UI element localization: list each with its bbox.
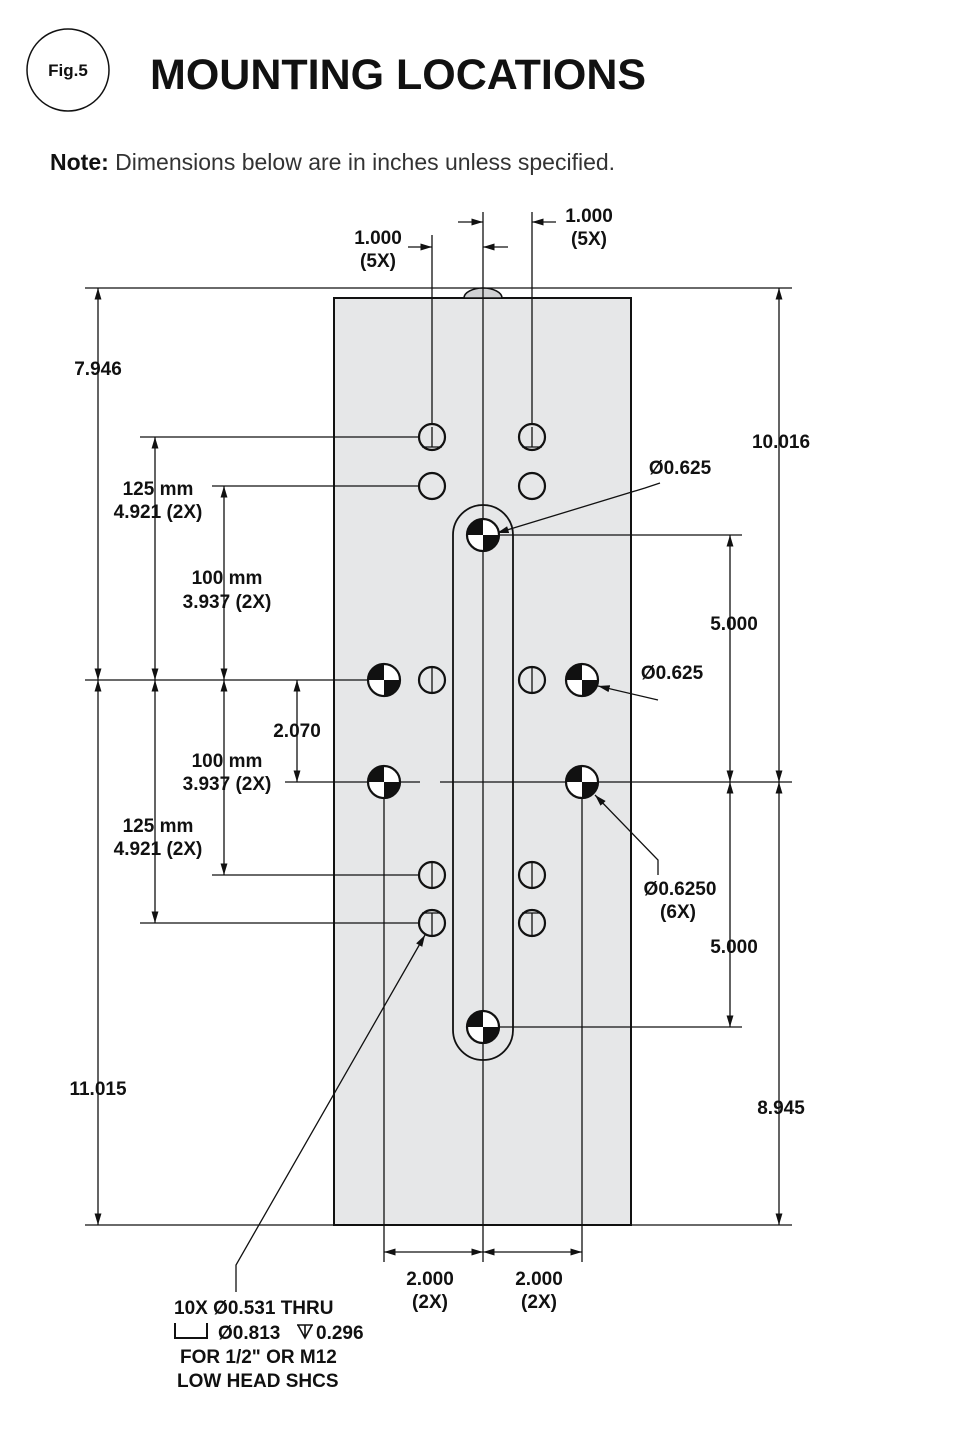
center-mark-hole <box>366 764 402 800</box>
note: Note: Dimensions below are in inches unl… <box>50 149 615 175</box>
dim-top-right-qty: (5X) <box>571 229 607 250</box>
figure-badge <box>26 28 110 112</box>
center-mark-hole <box>366 662 402 698</box>
dim-125mm-upper: 125 mm <box>123 479 194 500</box>
counterbore-symbol <box>174 1323 208 1339</box>
dim-top-left: 1.000 <box>354 228 402 249</box>
callout-line-4: LOW HEAD SHCS <box>177 1371 339 1392</box>
counterbore-hole <box>517 422 547 452</box>
dim-right-bottom: 8.945 <box>757 1098 805 1119</box>
dim-bottom-left-qty: (2X) <box>412 1292 448 1313</box>
dim-right-top: 10.016 <box>752 432 810 453</box>
dim-top-right: 1.000 <box>565 206 613 227</box>
dimension-lines <box>94 218 783 1292</box>
dim-left-bottom: 11.015 <box>69 1079 126 1100</box>
callout-depth: 0.296 <box>316 1323 364 1344</box>
hole <box>517 860 547 890</box>
dim-125mm-lower-in: 4.921 (2X) <box>114 839 203 860</box>
dim-100mm-upper-in: 3.937 (2X) <box>183 592 272 613</box>
dim-100mm-upper: 100 mm <box>192 568 263 589</box>
dim-left-top: 7.946 <box>74 359 122 380</box>
extension-lines <box>85 212 792 1262</box>
counterbore-hole <box>517 908 547 938</box>
hole <box>417 860 447 890</box>
dim-125mm-upper-in: 4.921 (2X) <box>114 502 203 523</box>
page-title: MOUNTING LOCATIONS <box>150 51 646 99</box>
center-mark-hole <box>564 764 600 800</box>
hole <box>517 665 547 695</box>
dim-100mm-lower-in: 3.937 (2X) <box>183 774 272 795</box>
center-mark-hole <box>465 517 501 553</box>
callout-line-3: FOR 1/2" OR M12 <box>180 1347 337 1368</box>
note-text: Dimensions below are in inches unless sp… <box>109 149 615 175</box>
dia-6x: Ø0.6250 <box>644 879 717 900</box>
dim-100mm-lower: 100 mm <box>192 751 263 772</box>
dim-bottom-left: 2.000 <box>406 1269 454 1290</box>
dim-slot-upper: 5.000 <box>710 614 758 635</box>
hole <box>417 471 447 501</box>
callout-line-1: 10X Ø0.531 THRU <box>174 1298 333 1319</box>
dim-gap: 2.070 <box>273 721 321 742</box>
note-label: Note: <box>50 149 109 175</box>
dim-125mm-lower: 125 mm <box>123 816 194 837</box>
figure-label: Fig.5 <box>48 61 88 80</box>
hole <box>517 471 547 501</box>
dia-6x-qty: (6X) <box>660 902 696 923</box>
depth-symbol <box>297 1324 313 1340</box>
dim-top-left-qty: (5X) <box>360 251 396 272</box>
counterbore-hole <box>417 908 447 938</box>
dimension-labels: 1.000 (5X) 1.000 (5X) 7.946 11.015 125 m… <box>69 206 810 1313</box>
dim-bottom-right-qty: (2X) <box>521 1292 557 1313</box>
mounting-holes <box>417 422 547 938</box>
dim-slot-lower: 5.000 <box>710 937 758 958</box>
hole <box>417 665 447 695</box>
hole-callout: 10X Ø0.531 THRU Ø0.813 0.296 FOR 1/2" OR… <box>174 1298 364 1392</box>
dia-mid: Ø0.625 <box>641 663 704 684</box>
callout-diameter: Ø0.813 <box>218 1323 280 1344</box>
counterbore-hole <box>417 422 447 452</box>
dim-bottom-right: 2.000 <box>515 1269 563 1290</box>
center-mark-hole <box>564 662 600 698</box>
dia-top: Ø0.625 <box>649 458 712 479</box>
center-mark-hole <box>465 1009 501 1045</box>
